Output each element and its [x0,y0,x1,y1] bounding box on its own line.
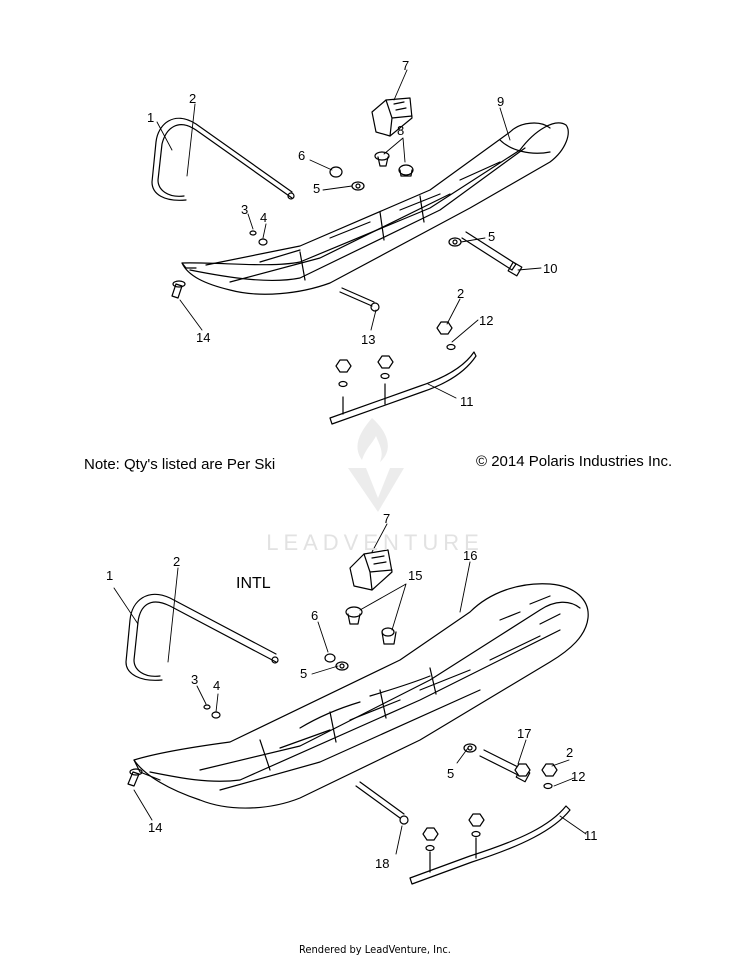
small-hardware-bottom [203,606,558,790]
callout: 3 [241,202,248,217]
runner-11-bottom [409,805,571,885]
callout: 5 [300,666,307,681]
callout: 14 [148,820,162,835]
leader-lines-bottom [113,523,587,855]
callout: 5 [313,181,320,196]
callout: 15 [408,568,422,583]
bolt-10 [461,231,523,277]
callout: 9 [497,94,504,109]
callout: 12 [571,769,585,784]
loop-handle-bottom [125,593,279,681]
callout: 11 [460,394,474,409]
callout: 6 [311,608,318,623]
callout: 16 [463,548,477,563]
callout: 2 [457,286,464,301]
callout: 13 [361,332,375,347]
callout: 6 [298,148,305,163]
callouts-top: 1 2 3 4 5 6 7 8 9 5 10 2 12 11 13 14 [147,58,557,409]
callout: 10 [543,261,557,276]
callout: 12 [479,313,493,328]
small-hardware-top [249,151,462,247]
callout: 1 [147,110,154,125]
intl-label: INTL [236,575,271,592]
callout: 5 [447,766,454,781]
callout: 5 [488,229,495,244]
callout: 2 [566,745,573,760]
ski-body-top [181,122,569,295]
runner-11-top [329,321,477,425]
callout: 18 [375,856,389,871]
callout: 2 [189,91,196,106]
callout: 7 [402,58,409,73]
bolt-13 [339,287,380,312]
callout: 8 [397,123,404,138]
callout: 4 [260,210,267,225]
pad-7-top [371,97,413,137]
callout: 11 [584,828,598,843]
callout: 17 [517,726,531,741]
leadventure-watermark-logo [348,418,404,512]
render-footer: Rendered by LeadVenture, Inc. [299,943,451,956]
callout: 1 [106,568,113,583]
quantity-note: Note: Qty's listed are Per Ski [84,456,276,473]
callout: 3 [191,672,198,687]
watermark-text: LEADVENTURE [266,530,484,555]
copyright-notice: © 2014 Polaris Industries Inc. [476,453,673,470]
bolt-18 [355,781,409,825]
callout: 4 [213,678,220,693]
callout: 7 [383,511,390,526]
leader-lines-top [156,69,542,399]
rivet-14 [171,280,186,299]
callouts-bottom: 1 2 3 4 5 6 7 15 16 5 17 2 12 11 18 14 [106,511,598,871]
loop-handle-top [151,117,295,201]
callout: 14 [196,330,210,345]
ski-body-bottom [133,583,589,809]
callout: 2 [173,554,180,569]
rivet-14-bottom [127,768,143,787]
pad-7-bottom [349,549,393,591]
